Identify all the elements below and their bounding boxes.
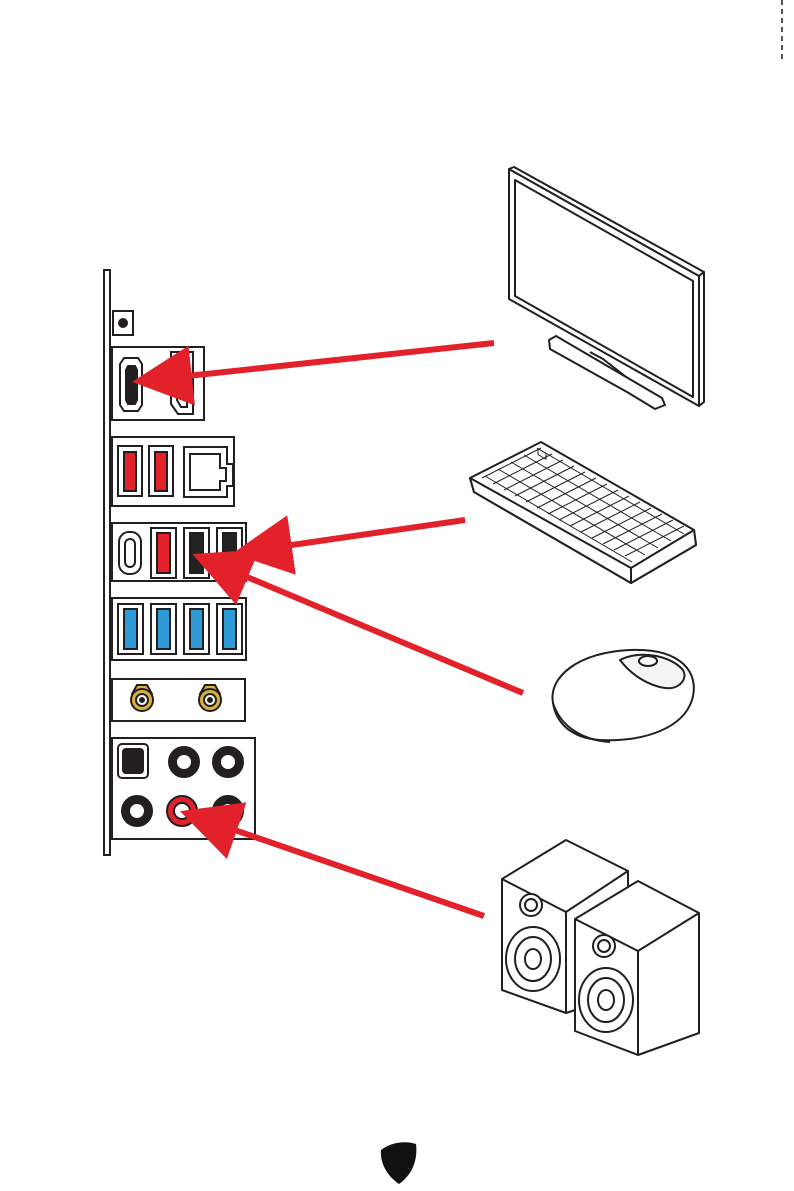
- mouse-icon: [552, 650, 693, 742]
- arrow-speakers-to-line-out: [197, 817, 484, 916]
- usb-red-port-icon: [149, 446, 173, 496]
- usb-blue-port-icon: [118, 604, 143, 654]
- audio-jack-icon: [213, 747, 243, 777]
- displayport-icon: [171, 352, 193, 414]
- usb-blue-port-icon: [184, 604, 209, 654]
- audio-jack-icon: [169, 747, 199, 777]
- optical-spdif-port-icon: [118, 744, 148, 778]
- clear-cmos-button-icon: [113, 311, 133, 335]
- audio-jack-icon: [122, 796, 152, 826]
- arrow-mouse-to-usb: [209, 561, 523, 693]
- hdmi-port-icon: [120, 358, 142, 411]
- keyboard-icon: [470, 442, 696, 583]
- arrow-keyboard-to-usb: [250, 520, 465, 551]
- speakers-icon: [502, 840, 699, 1055]
- usb-red-port-icon: [118, 446, 142, 496]
- monitor-icon: [509, 167, 704, 409]
- usb-c-port-icon: [119, 532, 141, 574]
- usb-blue-port-icon: [217, 604, 242, 654]
- audio-jack-line-out-icon: [167, 796, 197, 826]
- wifi-antenna-connector-icon: [199, 685, 221, 711]
- lan-port-icon: [184, 447, 233, 497]
- brand-shield-icon: [381, 1142, 416, 1184]
- io-backplate-edge: [104, 270, 110, 855]
- usb-black-port-icon: [184, 528, 209, 578]
- usb-blue-port-icon: [151, 604, 176, 654]
- io-panel: [104, 270, 255, 855]
- wifi-antenna-connector-icon: [131, 685, 153, 711]
- usb-red-port-icon: [151, 528, 176, 578]
